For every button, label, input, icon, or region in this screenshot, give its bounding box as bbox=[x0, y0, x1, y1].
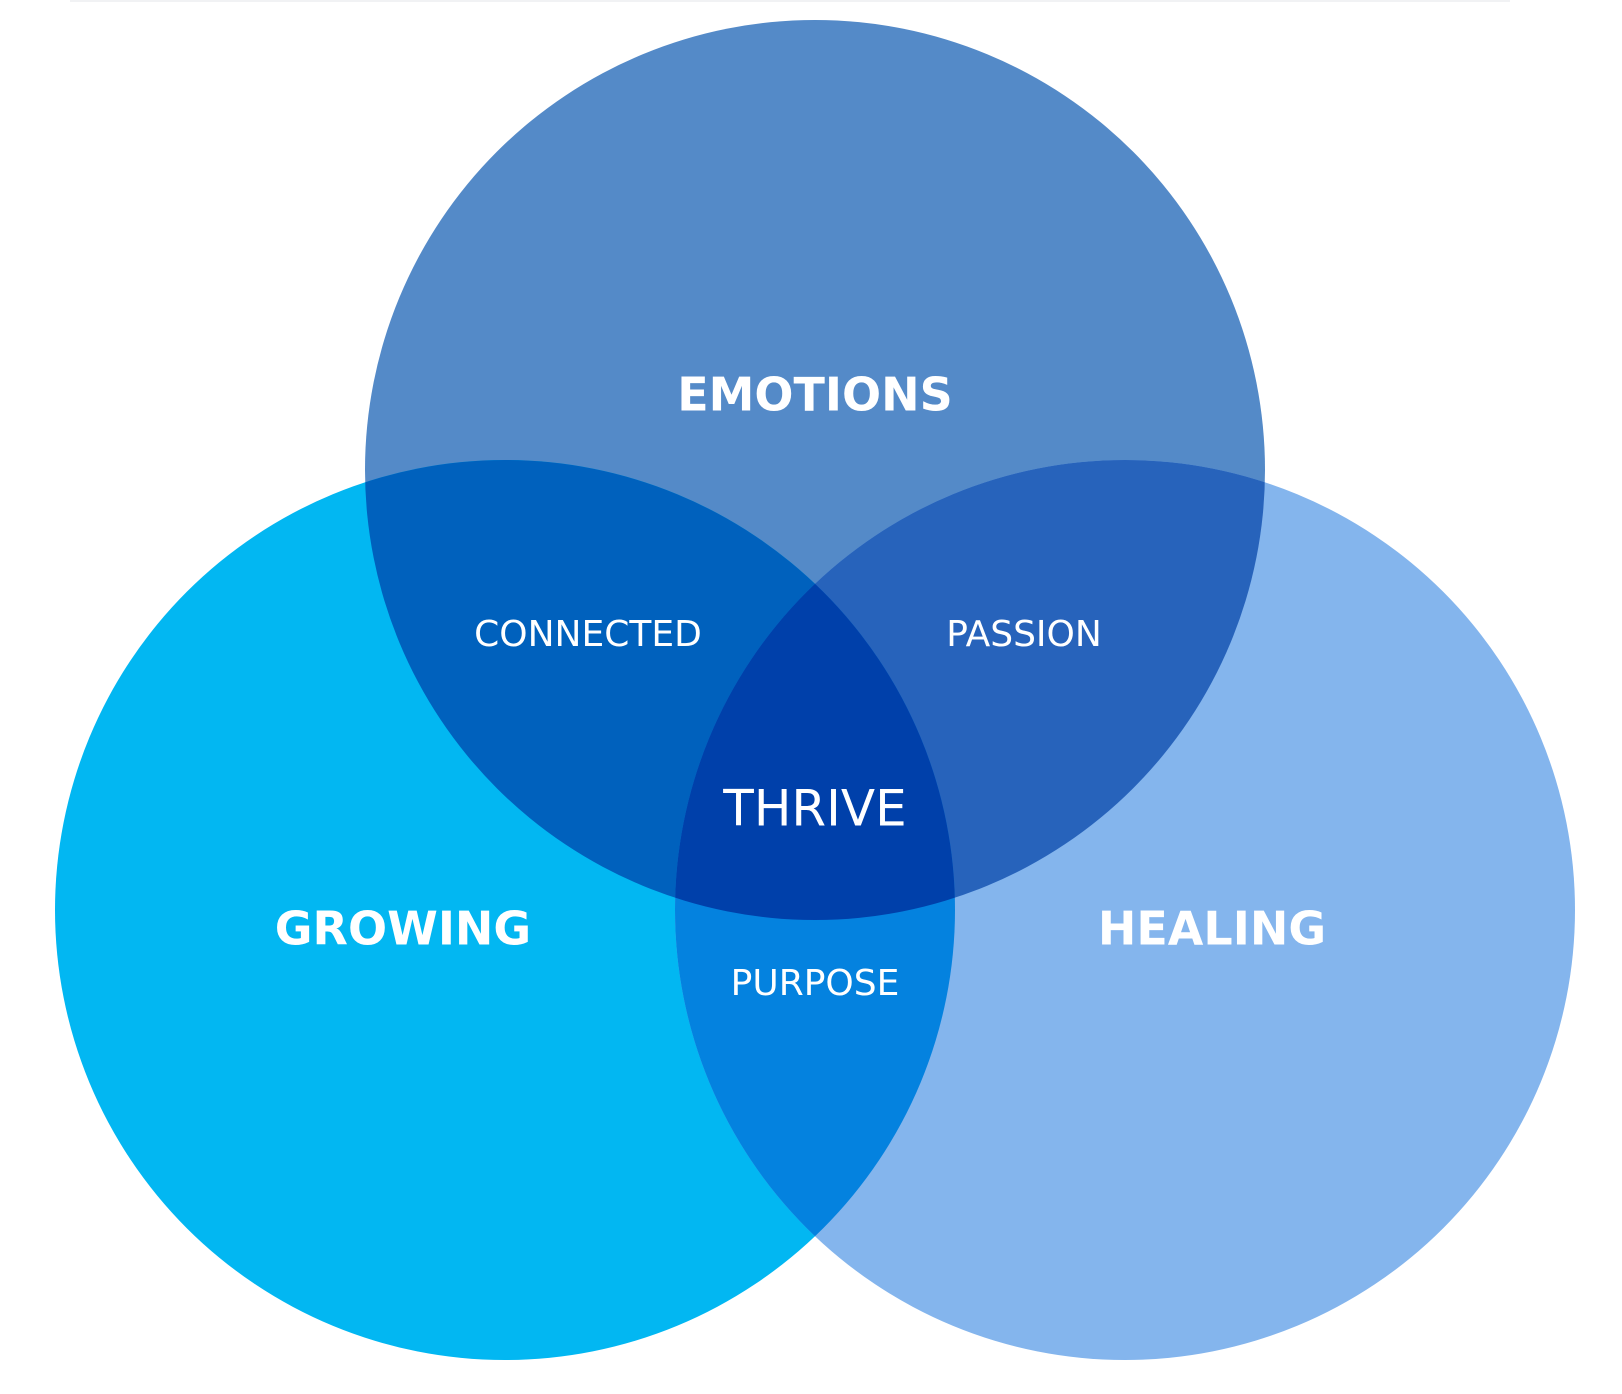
intersection-label-thrive: THRIVE bbox=[722, 780, 906, 838]
intersection-label-passion: PASSION bbox=[946, 614, 1102, 655]
intersection-label-connected: CONNECTED bbox=[474, 614, 702, 655]
set-label-emotions: EMOTIONS bbox=[677, 368, 953, 422]
set-label-healing: HEALING bbox=[1098, 902, 1326, 956]
top-divider bbox=[70, 0, 1510, 2]
intersection-label-purpose: PURPOSE bbox=[731, 963, 900, 1004]
set-label-growing: GROWING bbox=[275, 902, 531, 956]
